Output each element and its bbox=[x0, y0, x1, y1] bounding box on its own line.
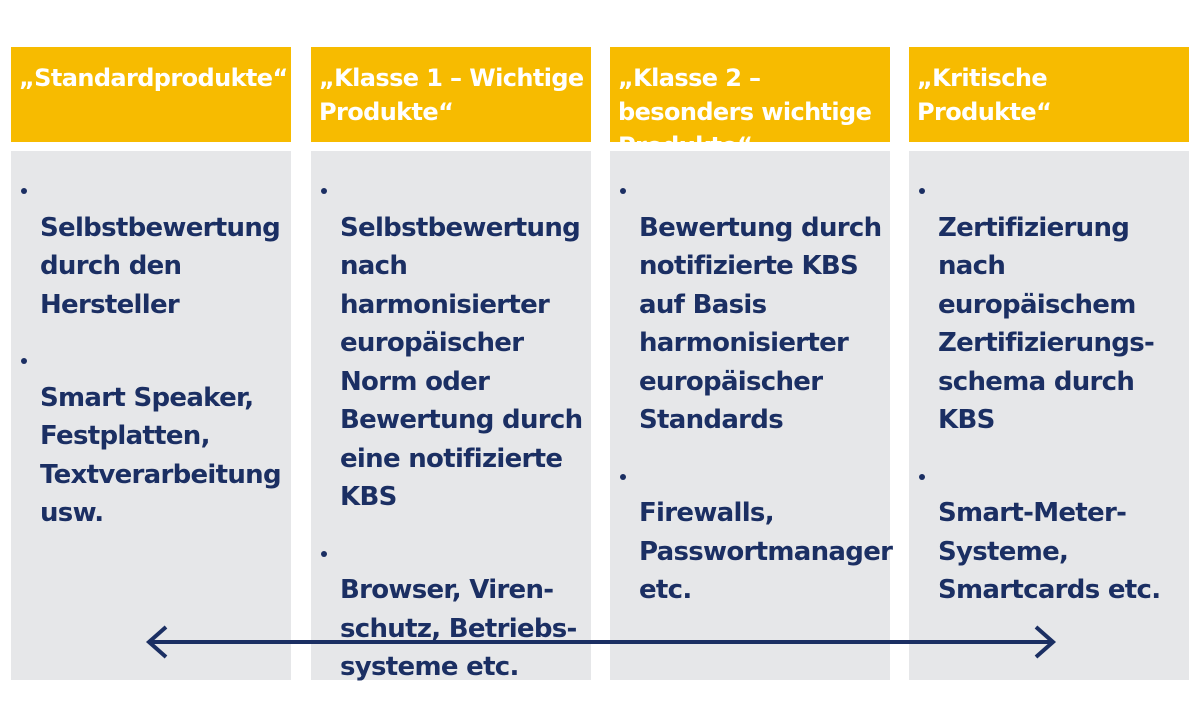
bullet-icon bbox=[321, 188, 327, 194]
bullet-icon bbox=[620, 473, 626, 480]
bullet-list: Bewertung durch notifizierte KBS auf Bas… bbox=[618, 170, 893, 610]
column-body: Bewertung durch notifizierte KBS auf Bas… bbox=[610, 151, 893, 680]
bullet-icon bbox=[919, 473, 925, 480]
list-item: Selbstbewertung nach harmonisierter euro… bbox=[319, 170, 585, 517]
bullet-icon bbox=[21, 188, 27, 194]
list-item: Smart-Meter- Systeme, Smartcards etc. bbox=[917, 456, 1183, 610]
list-item-text: Bewertung durch notifizierte KBS auf Bas… bbox=[639, 212, 882, 436]
column-kritische-produkte: „Kritische Produkte“ Zertifizierung nach… bbox=[909, 47, 1189, 680]
list-item-text: Smart Speaker, Festplatten, Textverarbei… bbox=[40, 382, 282, 529]
list-item-text: Firewalls, Passwortmanager etc. bbox=[639, 498, 893, 605]
column-klasse-2: „Klasse 2 – besonders wichtige Produkte“… bbox=[610, 47, 893, 680]
column-header: „Klasse 1 – Wichtige Produkte“ bbox=[311, 47, 591, 142]
list-item: Bewertung durch notifizierte KBS auf Bas… bbox=[618, 170, 884, 440]
column-standardprodukte: „Standardprodukte“ Selbstbewertung durch… bbox=[11, 47, 291, 680]
list-item-text: Smart-Meter- Systeme, Smartcards etc. bbox=[938, 498, 1161, 605]
bullet-icon bbox=[21, 358, 27, 364]
list-item: Selbstbewertung durch den Hersteller bbox=[19, 170, 285, 324]
list-item-text: Selbstbewertung nach harmonisierter euro… bbox=[340, 212, 583, 513]
list-item: Browser, Viren- schutz, Betriebs- system… bbox=[319, 533, 585, 687]
list-item: Zertifizierung nach europäischem Zertifi… bbox=[917, 170, 1183, 440]
column-body: Zertifizierung nach europäischem Zertifi… bbox=[909, 151, 1189, 680]
bullet-icon bbox=[620, 188, 626, 194]
bullet-list: Zertifizierung nach europäischem Zertifi… bbox=[917, 170, 1183, 610]
column-klasse-1: „Klasse 1 – Wichtige Produkte“ Selbstbew… bbox=[311, 47, 591, 682]
column-body: Selbstbewertung durch den Hersteller Sma… bbox=[11, 151, 291, 680]
bullet-icon bbox=[321, 550, 327, 557]
bullet-icon bbox=[919, 188, 925, 194]
column-header: „Klasse 2 – besonders wichtige Produkte“ bbox=[610, 47, 890, 160]
list-item-text: Zertifizierung nach europäischem Zertifi… bbox=[938, 212, 1155, 436]
column-body: Selbstbewertung nach harmonisierter euro… bbox=[311, 151, 591, 682]
list-item: Smart Speaker, Festplatten, Textverarbei… bbox=[19, 340, 285, 533]
bullet-list: Selbstbewertung nach harmonisierter euro… bbox=[319, 170, 585, 687]
list-item-text: Selbstbewertung durch den Hersteller bbox=[40, 212, 281, 320]
list-item: Firewalls, Passwortmanager etc. bbox=[618, 456, 893, 610]
bullet-list: Selbstbewertung durch den Hersteller Sma… bbox=[19, 170, 285, 533]
list-item-text: Browser, Viren- schutz, Betriebs- system… bbox=[340, 575, 577, 682]
column-header: „Standardprodukte“ bbox=[11, 47, 291, 142]
column-header: „Kritische Produkte“ bbox=[909, 47, 1189, 142]
